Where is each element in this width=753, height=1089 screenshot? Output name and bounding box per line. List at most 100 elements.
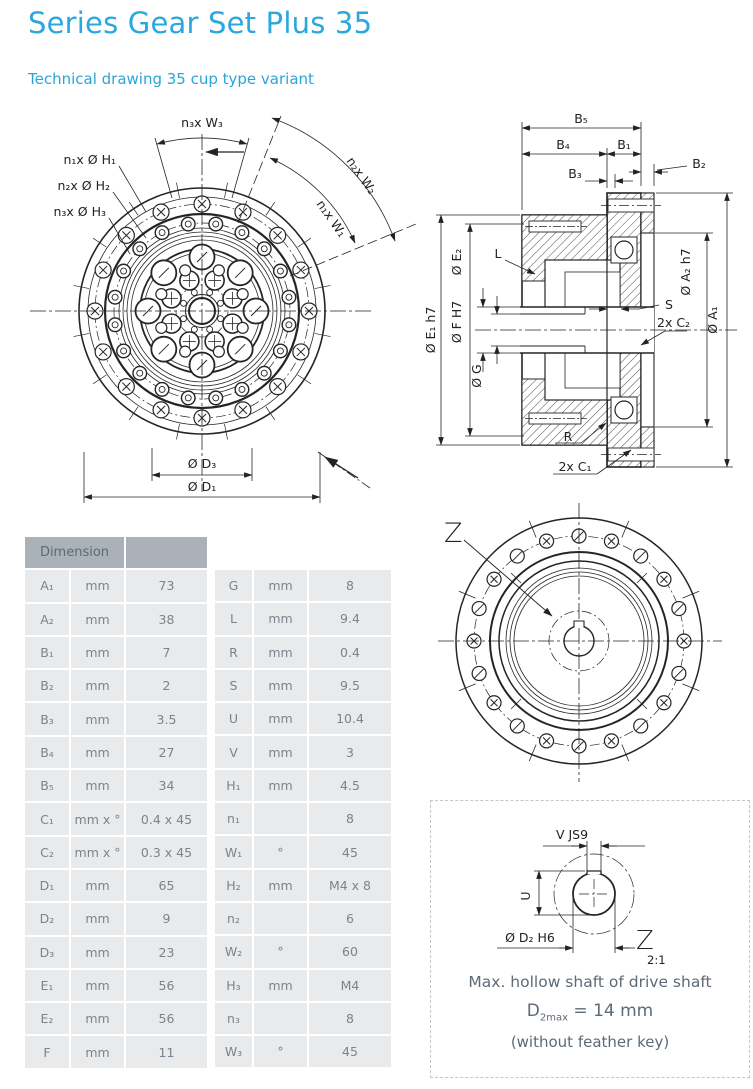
table-cell-dim: F (25, 1036, 69, 1068)
table-cell-dim: H₁ (215, 769, 252, 802)
rear-view-drawing: Z (438, 503, 722, 782)
side-dim-g: Ø G (469, 364, 484, 388)
front-dim-h2: n₂x Ø H₂ (57, 178, 110, 193)
table-cell-unit (254, 902, 307, 935)
side-dim-b1: B₁ (617, 137, 631, 152)
table-cell-unit: mm (71, 603, 124, 635)
table-cell-value: 0.4 x 45 (126, 803, 207, 835)
table-cell-value: 0.3 x 45 (126, 836, 207, 868)
table-cell-dim: B₂ (25, 670, 69, 702)
table-cell-value: 56 (126, 1003, 207, 1035)
table-cell-dim: D₁ (25, 869, 69, 902)
detail-dim-v: V JS9 (556, 827, 588, 842)
table-cell-dim: A₂ (25, 603, 69, 635)
table-cell-unit: mm (254, 703, 307, 735)
table-cell-unit: mm (71, 670, 124, 702)
table-cell-dim: n₂ (215, 902, 252, 935)
side-dim-l: L (495, 246, 502, 261)
detail-caption-title: Max. hollow shaft of drive shaft (468, 973, 712, 991)
rear-view-z-label: Z (444, 518, 463, 549)
table-cell-value: 9.4 (309, 603, 391, 635)
table-cell-dim: B₃ (25, 703, 69, 735)
detail-caption-note: (without feather key) (510, 1033, 670, 1051)
side-dim-b3: B₃ (568, 166, 582, 181)
table-cell-dim: G (215, 570, 252, 602)
table-cell-value: 38 (126, 603, 207, 635)
table-cell-unit: ° (254, 836, 307, 868)
table-cell-unit: mm x ° (71, 803, 124, 835)
side-dim-a2: Ø A₂ h7 (678, 248, 693, 295)
table-cell-unit: mm (71, 969, 124, 1002)
table-cell-value: 3.5 (126, 703, 207, 735)
table-cell-dim: B₄ (25, 736, 69, 769)
table-cell-unit: mm (71, 1003, 124, 1035)
front-dim-h1: n₁x Ø H₁ (63, 152, 116, 167)
table-cell-value: 45 (309, 836, 391, 868)
table-cell-unit: mm (71, 770, 124, 802)
table-cell-unit: mm (254, 869, 307, 901)
side-dim-e1: Ø E₁ h7 (425, 307, 438, 354)
detail-z-label: Z (636, 926, 654, 956)
table-cell-unit: mm (254, 736, 307, 768)
table-cell-value: 6 (309, 902, 391, 935)
page-subtitle: Technical drawing 35 cup type variant (28, 70, 314, 88)
table-cell-dim: n₃ (215, 1002, 252, 1035)
table-cell-value: 3 (309, 736, 391, 768)
table-cell-value: M4 x 8 (309, 869, 391, 901)
side-dim-e2: Ø E₂ (449, 249, 464, 276)
side-dim-a1: Ø A₁ (705, 306, 720, 333)
table-cell-unit: mm (71, 936, 124, 968)
table-cell-value: 8 (309, 1002, 391, 1035)
table-cell-dim: W₁ (215, 836, 252, 868)
table-cell-unit: ° (254, 1036, 307, 1068)
detail-scale-label: 2:1 (647, 953, 666, 967)
table-cell-dim: U (215, 703, 252, 735)
table-cell-unit: mm (71, 636, 124, 669)
table-cell-value: 8 (309, 803, 391, 835)
table-cell-dim: B₅ (25, 770, 69, 802)
table-cell-dim: D₂ (25, 903, 69, 935)
table-cell-unit: mm (71, 1036, 124, 1068)
table-header-value (126, 537, 207, 569)
table-cell-dim: V (215, 736, 252, 768)
table-cell-value: 56 (126, 969, 207, 1002)
table-cell-value: 8 (309, 570, 391, 602)
table-cell-dim: n₁ (215, 803, 252, 835)
side-dim-b2: B₂ (692, 156, 706, 171)
table-cell-value: 23 (126, 936, 207, 968)
table-cell-value: 73 (126, 570, 207, 602)
front-dim-w1: n₁x W₁ (314, 197, 350, 240)
table-cell-dim: S (215, 669, 252, 702)
table-cell-dim: H₂ (215, 869, 252, 901)
table-cell-unit (254, 1002, 307, 1035)
detail-dim-d2: Ø D₂ H6 (505, 930, 555, 945)
table-cell-dim: E₂ (25, 1003, 69, 1035)
table-cell-unit: mm (254, 969, 307, 1001)
side-dim-b4: B₄ (556, 137, 570, 152)
table-cell-dim: R (215, 636, 252, 668)
table-cell-value: 10.4 (309, 703, 391, 735)
side-dim-b5: B₅ (574, 111, 588, 126)
front-dim-h3: n₃x Ø H₃ (53, 204, 106, 219)
table-cell-unit: mm (71, 570, 124, 602)
table-cell-dim: E₁ (25, 969, 69, 1002)
table-cell-value: 34 (126, 770, 207, 802)
table-cell-dim: B₁ (25, 636, 69, 669)
table-cell-unit: mm (71, 736, 124, 769)
table-cell-dim: W₂ (215, 936, 252, 968)
table-cell-dim: W₃ (215, 1036, 252, 1068)
table-cell-unit: mm (254, 570, 307, 602)
detail-drawing: V JS9 U Ø D₂ H6 Z 2:1 (497, 827, 666, 967)
table-cell-value: 60 (309, 936, 391, 968)
front-dim-w2: n₂x W₂ (344, 154, 380, 197)
table-cell-value: 27 (126, 736, 207, 769)
table-cell-dim: C₂ (25, 836, 69, 868)
page-title: Series Gear Set Plus 35 (28, 6, 373, 40)
detail-view-box: V JS9 U Ø D₂ H6 Z 2:1 Max. hollow shaft … (430, 800, 750, 1078)
detail-dim-u: U (518, 891, 533, 900)
table-cell-value: 45 (309, 1036, 391, 1068)
table-cell-dim: H₃ (215, 969, 252, 1001)
